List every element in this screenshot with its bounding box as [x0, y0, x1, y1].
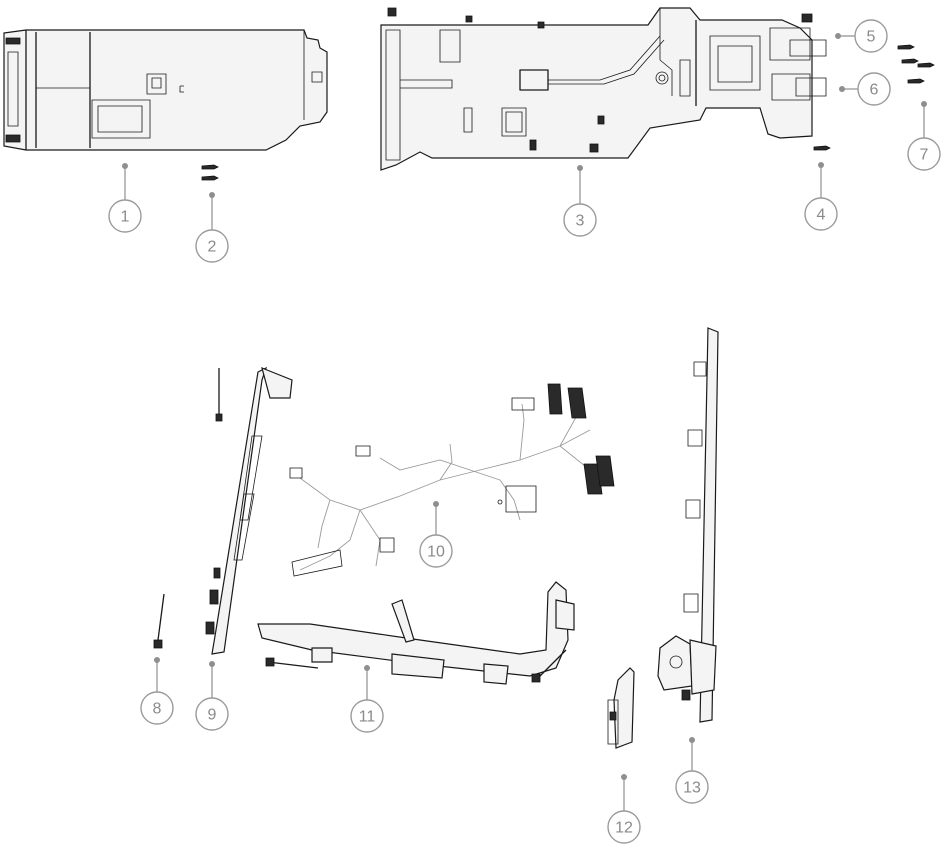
callout-3: 3 [563, 203, 597, 237]
callout-label: 5 [867, 29, 876, 46]
callout-label: 10 [427, 544, 445, 561]
leader-lines [122, 33, 927, 811]
callout-label: 6 [870, 82, 879, 99]
callout-label: 8 [153, 701, 162, 718]
callout-8: 8 [140, 691, 174, 725]
part-small-bracket [607, 667, 635, 749]
callout-10: 10 [419, 534, 453, 568]
part-screws-7 [897, 44, 935, 84]
part-screw-4 [813, 145, 831, 151]
callout-2: 2 [195, 229, 229, 263]
callout-label: 7 [920, 147, 929, 164]
part-screws-2 [201, 164, 219, 181]
callout-label: 2 [208, 239, 217, 256]
callout-11: 11 [350, 699, 384, 733]
callout-13: 13 [675, 770, 709, 804]
callout-7: 7 [907, 137, 941, 171]
callout-4: 4 [804, 197, 838, 231]
part-left-rail [205, 366, 293, 655]
part-wire-harness [289, 383, 615, 577]
callout-9: 9 [195, 697, 229, 731]
part-cover-housing [3, 29, 328, 151]
callout-12: 12 [607, 810, 641, 844]
callout-label: 4 [817, 207, 826, 224]
callout-label: 13 [683, 780, 701, 797]
callout-label: 12 [615, 820, 633, 837]
callout-label: 9 [208, 707, 217, 724]
callout-label: 3 [576, 213, 585, 230]
callout-label: 11 [359, 709, 376, 726]
callout-6: 6 [857, 72, 891, 106]
part-control-board [380, 7, 827, 171]
part-right-rail [657, 327, 719, 723]
part-cable-tie-8 [153, 593, 165, 649]
callout-5: 5 [854, 19, 888, 53]
callout-1: 1 [108, 199, 142, 233]
callout-label: 1 [121, 209, 130, 226]
part-bottom-rail [257, 581, 575, 685]
